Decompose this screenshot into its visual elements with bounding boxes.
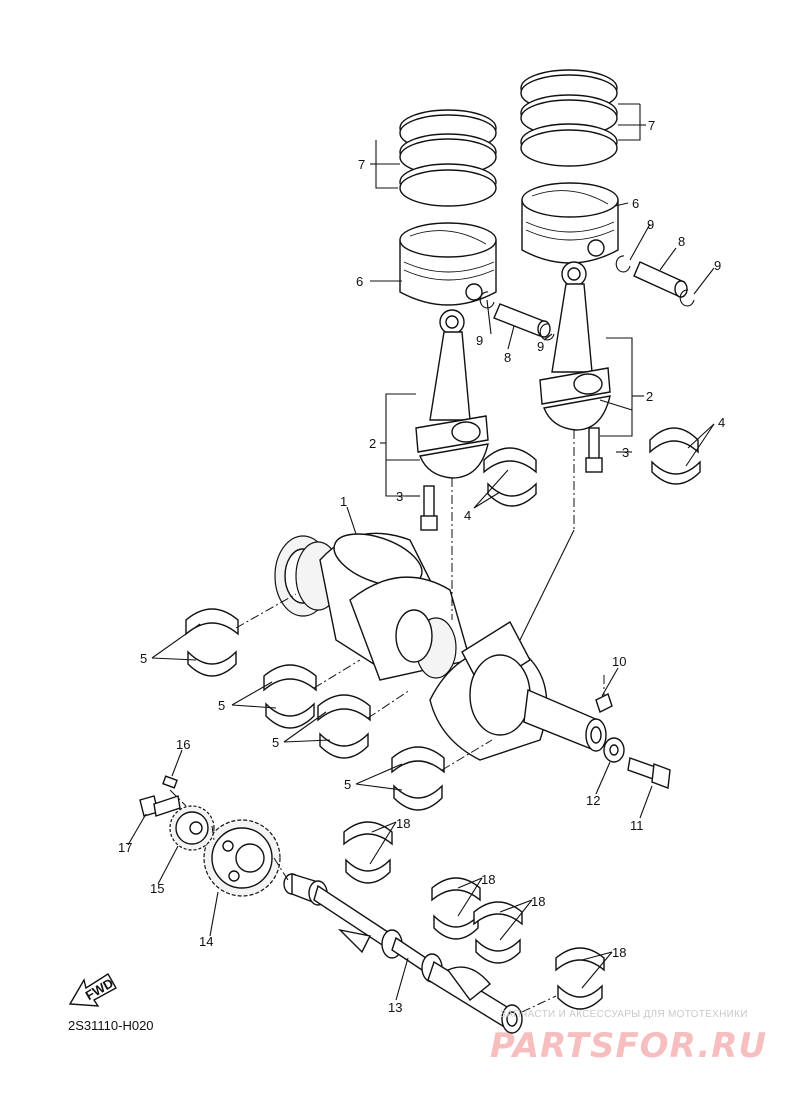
balancer-shaft (283, 873, 523, 1034)
callout-9-c: 9 (647, 217, 654, 232)
piston-right (521, 182, 619, 264)
callout-18-b: 18 (481, 872, 495, 887)
callout-6-right: 6 (632, 196, 639, 211)
callout-3-right: 3 (622, 445, 629, 460)
callout-7-left: 7 (358, 157, 365, 172)
rod-bolt-right (585, 427, 603, 473)
callout-12: 12 (586, 793, 600, 808)
crank-bolt (627, 757, 671, 789)
callout-13: 13 (388, 1000, 402, 1015)
callout-18-c: 18 (531, 894, 545, 909)
gear-bolt (139, 795, 181, 817)
rod-bearing-upper (483, 447, 537, 507)
callout-10: 10 (612, 654, 626, 669)
rod-bearing-right (649, 427, 701, 485)
rod-bolt-left (420, 485, 438, 531)
callout-4-right: 4 (718, 415, 725, 430)
circlips (479, 255, 695, 341)
callout-5-a: 5 (140, 651, 147, 666)
callout-5-d: 5 (344, 777, 351, 792)
callout-1: 1 (340, 494, 347, 509)
watermark-tagline: ЗАПЧАСТИ И АКСЕССУАРЫ ДЛЯ МОТОТЕХНИКИ (500, 1009, 748, 1020)
piston-pin-right (633, 261, 688, 298)
callout-2-right: 2 (646, 389, 653, 404)
connecting-rod-right (539, 261, 611, 431)
callout-8-left: 8 (504, 350, 511, 365)
washer (603, 737, 625, 763)
watermark-logo: PARTSFOR.RU (490, 1026, 768, 1066)
callout-18-a: 18 (396, 816, 410, 831)
piston-rings-left (399, 109, 497, 207)
alignment-lines (169, 430, 605, 1013)
callout-8-right: 8 (678, 234, 685, 249)
crankshaft (274, 532, 607, 761)
dowel-pin (162, 775, 178, 789)
callout-4-left: 4 (464, 508, 471, 523)
piston-left (399, 222, 497, 306)
callout-9-d: 9 (714, 258, 721, 273)
callout-2-left: 2 (369, 436, 376, 451)
callout-9-a: 9 (476, 333, 483, 348)
piston-pin-left (493, 303, 551, 338)
balancer-drive-gear (203, 819, 281, 897)
balancer-bearings (343, 821, 605, 1010)
callout-17: 17 (118, 840, 132, 855)
callout-labels: 1 2 2 3 3 4 4 5 5 5 5 6 6 7 7 8 8 9 9 9 … (118, 118, 725, 1015)
fwd-arrow-icon: FWD (68, 973, 117, 1007)
woodruff-key (595, 693, 613, 713)
callout-5-c: 5 (272, 735, 279, 750)
leader-lines (127, 103, 715, 1001)
small-gear (169, 805, 215, 851)
callout-7-right: 7 (648, 118, 655, 133)
callout-3-left: 3 (396, 489, 403, 504)
diagram-code: 2S31110-H020 (68, 1018, 154, 1033)
callout-16: 16 (176, 737, 190, 752)
connecting-rod-left (415, 309, 489, 479)
callout-15: 15 (150, 881, 164, 896)
callout-18-d: 18 (612, 945, 626, 960)
main-bearings (185, 608, 445, 811)
piston-rings-right (520, 69, 618, 167)
callout-6-left: 6 (356, 274, 363, 289)
callout-5-b: 5 (218, 698, 225, 713)
callout-11: 11 (630, 818, 644, 833)
callout-9-b: 9 (537, 339, 544, 354)
callout-14: 14 (199, 934, 213, 949)
